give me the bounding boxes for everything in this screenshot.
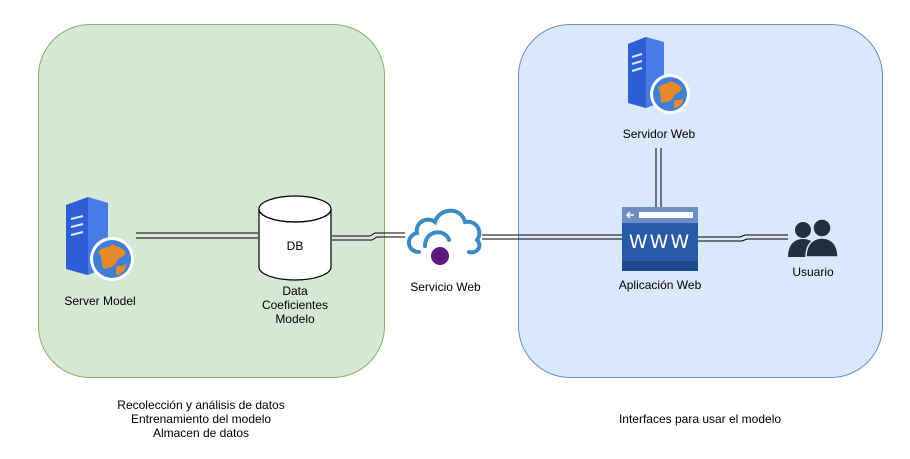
right-region-caption: Interfaces para usar el modelo xyxy=(580,412,820,426)
database-caption: Data Coeficientes Modelo xyxy=(250,284,340,326)
database-node[interactable]: DB xyxy=(258,195,332,281)
database-cylinder-icon xyxy=(258,195,332,281)
database-caption-line: Modelo xyxy=(275,312,315,326)
web-service-node[interactable] xyxy=(403,200,485,268)
user-node[interactable] xyxy=(788,218,839,259)
connector-db-service xyxy=(332,232,405,241)
server-globe-icon xyxy=(66,197,134,281)
connector-app-user xyxy=(698,234,788,242)
connector-server-db xyxy=(136,232,258,239)
connector-service-app xyxy=(482,234,622,240)
database-caption-line: Coeficientes xyxy=(261,298,329,312)
cloud-service-icon xyxy=(407,208,482,265)
web-service-label: Servicio Web xyxy=(410,280,481,294)
left-caption-line: Entrenamiento del modelo xyxy=(130,412,272,426)
right-caption-line: Interfaces para usar el modelo xyxy=(618,412,782,426)
database-label: DB xyxy=(286,239,304,253)
left-region-caption: Recolección y análisis de datos Entrenam… xyxy=(81,398,321,440)
left-caption-line: Almacen de datos xyxy=(152,426,250,440)
database-caption-line: Data xyxy=(282,284,308,298)
www-text: WWW xyxy=(628,231,692,253)
server-model-node[interactable] xyxy=(60,197,138,285)
web-server-label: Servidor Web xyxy=(622,127,696,141)
web-server-node[interactable] xyxy=(624,37,694,117)
users-icon xyxy=(788,218,839,258)
server-model-label: Server Model xyxy=(64,294,136,308)
server-globe-icon xyxy=(628,37,690,114)
right-region xyxy=(518,24,883,378)
left-caption-line: Recolección y análisis de datos xyxy=(117,398,285,412)
user-label: Usuario xyxy=(792,265,834,279)
web-app-label: Aplicación Web xyxy=(618,278,702,292)
connector-webserver-app xyxy=(655,148,662,207)
browser-www-icon xyxy=(622,207,698,271)
web-app-node[interactable]: WWW xyxy=(622,207,698,271)
